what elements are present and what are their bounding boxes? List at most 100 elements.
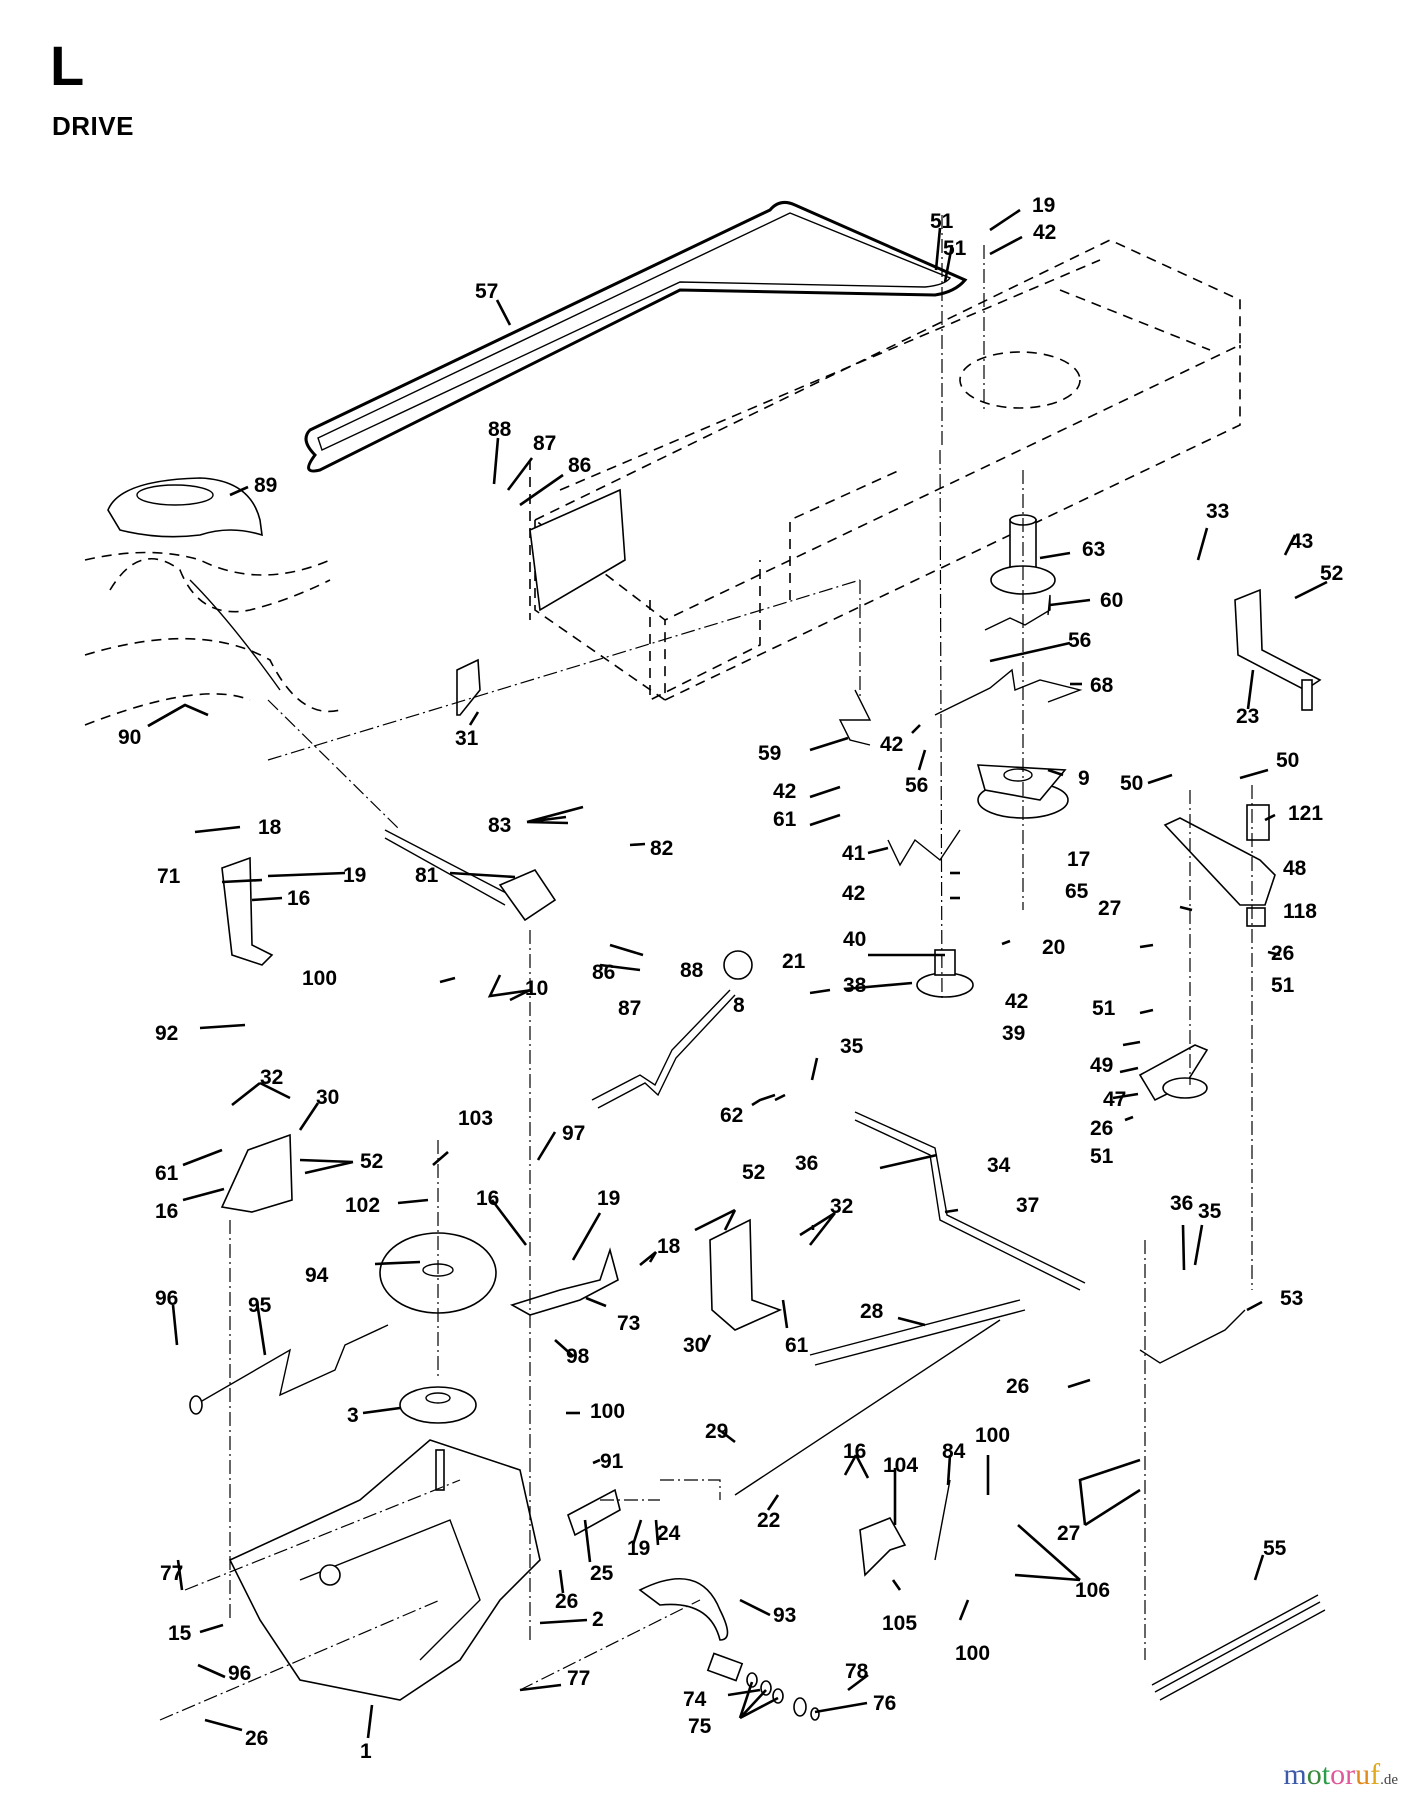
label-35: 35	[840, 1035, 864, 1058]
label-51: 51	[1092, 997, 1116, 1020]
label-28: 28	[860, 1300, 884, 1323]
watermark-letter: m	[1283, 1758, 1307, 1791]
label-19: 19	[627, 1537, 650, 1560]
bracket-23	[1234, 588, 1322, 711]
label-75: 75	[688, 1715, 712, 1738]
section-letter: L	[50, 34, 85, 97]
label-26: 26	[555, 1590, 578, 1613]
label-81: 81	[415, 864, 439, 887]
watermark-letter: t	[1321, 1758, 1331, 1791]
bracket-71	[221, 856, 274, 966]
washer-stack	[706, 1652, 820, 1721]
label-3: 3	[347, 1404, 359, 1427]
label-96: 96	[155, 1287, 178, 1310]
assembly-axes	[159, 215, 1253, 1721]
label-42: 42	[842, 882, 865, 905]
label-41: 41	[842, 842, 866, 865]
input-pulley-3	[399, 1386, 477, 1424]
label-23: 23	[1236, 705, 1259, 728]
label-18: 18	[657, 1235, 681, 1258]
watermark-letter: u	[1355, 1758, 1371, 1791]
label-40: 40	[843, 928, 866, 951]
label-21: 21	[782, 950, 806, 973]
drive-belt	[304, 200, 968, 473]
transaxle-1	[228, 1439, 541, 1701]
label-49: 49	[1090, 1054, 1113, 1077]
spring-55	[1151, 1594, 1326, 1701]
spring-25	[567, 1488, 621, 1537]
label-26: 26	[245, 1727, 268, 1750]
rod-end-81	[498, 869, 557, 922]
label-84: 84	[942, 1440, 966, 1463]
label-68: 68	[1090, 674, 1114, 697]
label-77: 77	[160, 1562, 183, 1585]
pulley-38	[916, 949, 974, 998]
label-38: 38	[843, 974, 867, 997]
label-88: 88	[488, 418, 512, 441]
label-10: 10	[525, 977, 548, 1000]
hose-93	[638, 1577, 729, 1641]
label-98: 98	[566, 1345, 590, 1368]
label-90: 90	[118, 726, 141, 749]
watermark-letter: o	[1330, 1758, 1346, 1791]
label-33: 33	[1206, 500, 1229, 523]
shift-cover	[107, 477, 263, 538]
bracket-104	[859, 1516, 907, 1577]
label-51: 51	[1271, 974, 1295, 997]
label-17: 17	[1067, 848, 1090, 871]
label-103: 103	[458, 1107, 493, 1130]
label-106: 106	[1075, 1579, 1110, 1602]
label-105: 105	[882, 1612, 917, 1635]
rod-22	[734, 1319, 1001, 1496]
label-19: 19	[1032, 194, 1055, 217]
shift-knob-21	[723, 950, 753, 980]
label-51: 51	[943, 237, 967, 260]
label-74: 74	[683, 1688, 707, 1711]
label-63: 63	[1082, 538, 1105, 561]
label-62: 62	[720, 1104, 743, 1127]
rod-68	[934, 668, 1083, 716]
label-39: 39	[1002, 1022, 1025, 1045]
bracket-31	[456, 658, 481, 716]
label-30: 30	[683, 1334, 706, 1357]
label-96: 96	[228, 1662, 251, 1685]
label-26: 26	[1006, 1375, 1029, 1398]
watermark-suffix: .de	[1380, 1772, 1398, 1788]
label-56: 56	[1068, 629, 1091, 652]
label-42: 42	[1005, 990, 1028, 1013]
label-77: 77	[567, 1667, 590, 1690]
bracket-30-right	[709, 1218, 783, 1331]
label-50: 50	[1120, 772, 1143, 795]
bracket-59	[838, 689, 872, 746]
label-61: 61	[155, 1162, 179, 1185]
label-61: 61	[773, 808, 797, 831]
label-86: 86	[592, 961, 615, 984]
section-title: DRIVE	[52, 111, 134, 141]
label-19: 19	[343, 864, 366, 887]
label-61: 61	[785, 1334, 809, 1357]
label-2: 2	[592, 1608, 604, 1631]
label-47: 47	[1103, 1088, 1126, 1111]
label-57: 57	[475, 280, 498, 303]
label-83: 83	[488, 814, 511, 837]
label-34: 34	[987, 1154, 1011, 1177]
label-87: 87	[533, 432, 556, 455]
label-16: 16	[476, 1187, 499, 1210]
control-rod-81	[384, 829, 511, 906]
label-18: 18	[258, 816, 282, 839]
rod-34	[854, 1111, 1086, 1291]
label-59: 59	[758, 742, 781, 765]
label-42: 42	[773, 780, 796, 803]
label-52: 52	[1320, 562, 1343, 585]
spring-60	[984, 594, 1051, 631]
bracket-73	[509, 1247, 619, 1316]
label-30: 30	[316, 1086, 339, 1109]
link-84	[934, 1479, 951, 1561]
linkage-95	[194, 1324, 389, 1406]
label-97: 97	[562, 1122, 585, 1145]
label-100: 100	[590, 1400, 625, 1423]
label-26: 26	[1090, 1117, 1113, 1140]
label-93: 93	[773, 1604, 796, 1627]
shift-lever-8	[591, 989, 736, 1109]
label-60: 60	[1100, 589, 1123, 612]
